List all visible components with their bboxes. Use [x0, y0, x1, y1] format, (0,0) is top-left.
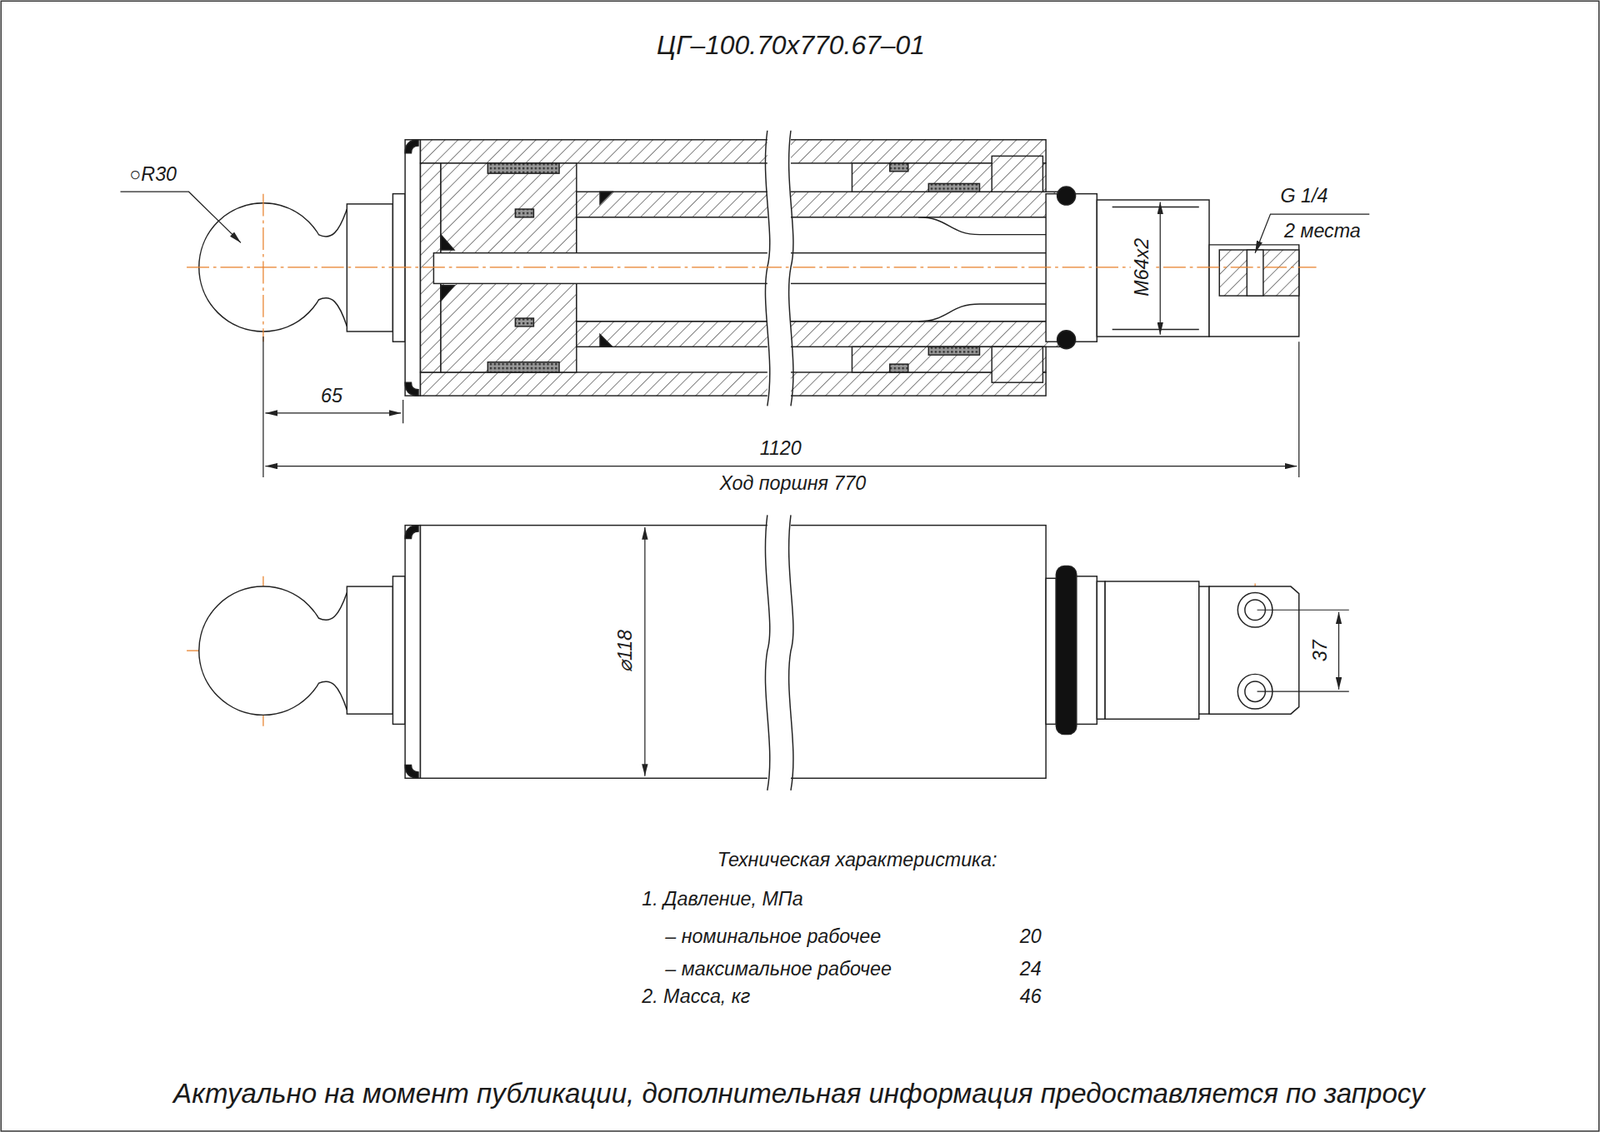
dimension-lines: [645, 527, 1350, 777]
radius-dimension: ○R30: [127, 163, 180, 186]
diameter-dimension: ⌀118: [614, 627, 637, 674]
section-view: [199, 130, 1300, 407]
stroke-note: Ход поршня 770: [717, 472, 869, 495]
dimension-lines: [120, 191, 1370, 478]
dimension-value: 1120: [757, 437, 804, 460]
port-count: 2 места: [1282, 220, 1364, 244]
spec-value: 46: [1017, 985, 1044, 1009]
spec-value: 20: [1017, 925, 1044, 949]
publication-note: Актуально на момент публикации, дополнит…: [171, 1079, 1427, 1111]
spec-value: 24: [1017, 958, 1044, 981]
dimension-value: 37: [1309, 638, 1332, 665]
spec-item: – номинальное рабочее: [663, 925, 884, 949]
drawing-title: ЦГ–100.70х770.67–01: [655, 30, 928, 62]
spec-item: 1. Давление, МПа: [640, 889, 805, 912]
spec-item: – максимальное рабочее: [663, 958, 894, 981]
dimension-value: 65: [319, 385, 345, 408]
port-thread: G 1/4: [1278, 185, 1330, 208]
exterior-view: [199, 515, 1300, 791]
spec-item: 2. Масса, кг: [640, 985, 753, 1009]
spec-heading: Техническая характеристика:: [715, 849, 1000, 872]
thread-dimension: M64x2: [1130, 235, 1154, 299]
